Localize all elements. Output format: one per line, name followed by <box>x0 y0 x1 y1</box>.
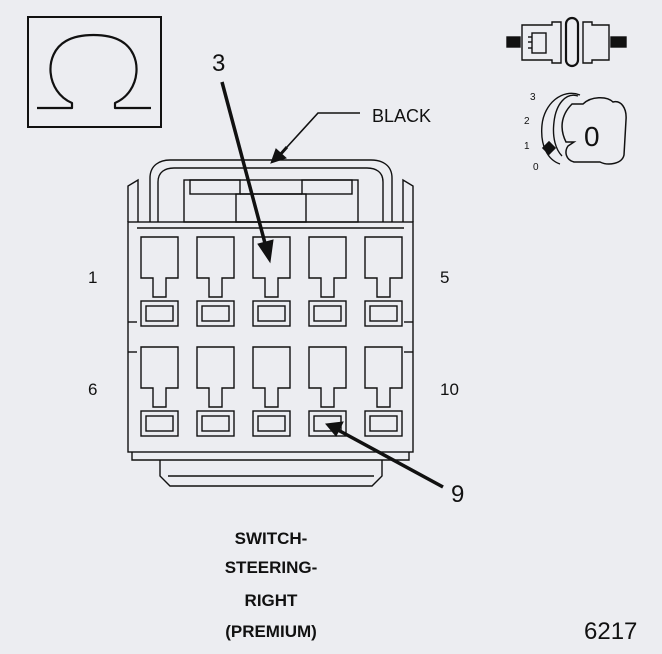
terminal-6 <box>140 346 179 437</box>
terminal-1 <box>140 236 179 327</box>
wire-color-label: BLACK <box>372 106 431 126</box>
pin-label-1: 1 <box>88 268 97 287</box>
terminal-row-2 <box>140 346 403 437</box>
wire-color-leader <box>286 112 360 148</box>
caption-line-3: RIGHT <box>245 591 299 610</box>
caption-line-4: (PREMIUM) <box>225 622 317 641</box>
terminal-row-1 <box>140 236 403 327</box>
caption-line-2: STEERING- <box>225 558 318 577</box>
ohmmeter-symbol <box>27 16 162 128</box>
key-position-2: 2 <box>524 116 530 127</box>
terminal-3 <box>252 236 291 327</box>
callout-9-leader <box>337 428 444 489</box>
key-position-3: 3 <box>530 92 536 103</box>
callout-3-leader <box>220 81 268 248</box>
terminal-5 <box>364 236 403 327</box>
key-position-1: 1 <box>524 141 530 152</box>
terminal-4 <box>308 236 347 327</box>
ignition-key-icon: 3 2 1 0 0 <box>524 92 627 173</box>
callout-3-label: 3 <box>212 50 225 77</box>
terminal-8 <box>252 346 291 437</box>
arrowhead-icon <box>257 239 274 264</box>
callout-9-label: 9 <box>451 481 464 508</box>
arrowhead-icon <box>270 148 287 164</box>
key-current-position: 0 <box>584 121 600 152</box>
pin-label-10: 10 <box>440 380 459 399</box>
terminal-10 <box>364 346 403 437</box>
arrowhead-icon <box>325 421 344 437</box>
pin-label-6: 6 <box>88 380 97 399</box>
figure-number: 6217 <box>584 618 637 645</box>
pin-label-5: 5 <box>440 268 449 287</box>
terminal-7 <box>196 346 235 437</box>
key-position-0: 0 <box>533 162 539 173</box>
terminal-2 <box>196 236 235 327</box>
connector-mating-icon <box>506 16 627 68</box>
caption-line-1: SWITCH- <box>235 529 308 548</box>
leader-arrows <box>220 81 444 489</box>
caption: SWITCH- STEERING- RIGHT (PREMIUM) <box>225 529 318 641</box>
connector-body <box>127 159 414 487</box>
